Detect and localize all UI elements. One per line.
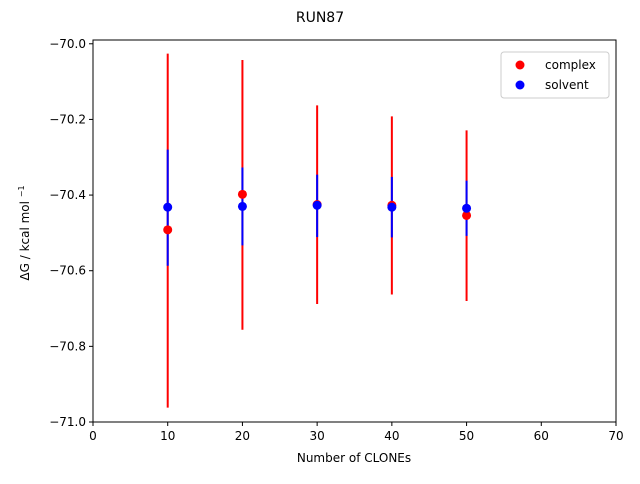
- solvent-point: [237, 201, 247, 211]
- legend-box: [500, 51, 610, 99]
- legend-label-solvent: solvent: [545, 78, 589, 92]
- solvent-point: [312, 200, 322, 210]
- y-tick-label: −70.0: [49, 37, 86, 51]
- solvent-point: [163, 202, 173, 212]
- x-tick-label: 0: [89, 429, 97, 443]
- legend-label-complex: complex: [545, 58, 596, 72]
- plot-area: 0 10 20 30 40 50 60 70 −71.0 −70.8 −70.6 −70.4 −70.2…: [49, 37, 623, 443]
- y-tick-label: −70.6: [49, 264, 86, 278]
- x-tick-label: 20: [235, 429, 250, 443]
- x-axis-label: Number of CLONEs: [297, 451, 411, 465]
- legend: complex solvent: [500, 51, 610, 99]
- x-tick-label: 10: [160, 429, 175, 443]
- complex-point: [163, 225, 173, 235]
- y-axis-label-main: ΔG / kcal mol: [18, 201, 32, 281]
- legend-marker-complex: [515, 60, 525, 70]
- y-tick-label: −71.0: [49, 415, 86, 429]
- y-axis-label: ΔG / kcal mol −1: [17, 185, 32, 280]
- complex-point: [237, 189, 247, 199]
- y-axis-label-superscript: −1: [17, 185, 26, 197]
- solvent-point: [387, 202, 397, 212]
- legend-marker-solvent: [515, 80, 525, 90]
- solvent-point: [462, 203, 472, 213]
- x-tick-label: 30: [310, 429, 325, 443]
- x-tick-label: 50: [459, 429, 474, 443]
- x-tick-label: 70: [608, 429, 623, 443]
- x-tick-label: 40: [384, 429, 399, 443]
- y-tick-label: −70.4: [49, 188, 86, 202]
- y-tick-label: −70.8: [49, 339, 86, 353]
- y-tick-label: −70.2: [49, 112, 86, 126]
- complex-point: [462, 210, 472, 220]
- chart-title: RUN87: [296, 10, 344, 26]
- axes-frame: [92, 39, 617, 423]
- x-tick-label: 60: [534, 429, 549, 443]
